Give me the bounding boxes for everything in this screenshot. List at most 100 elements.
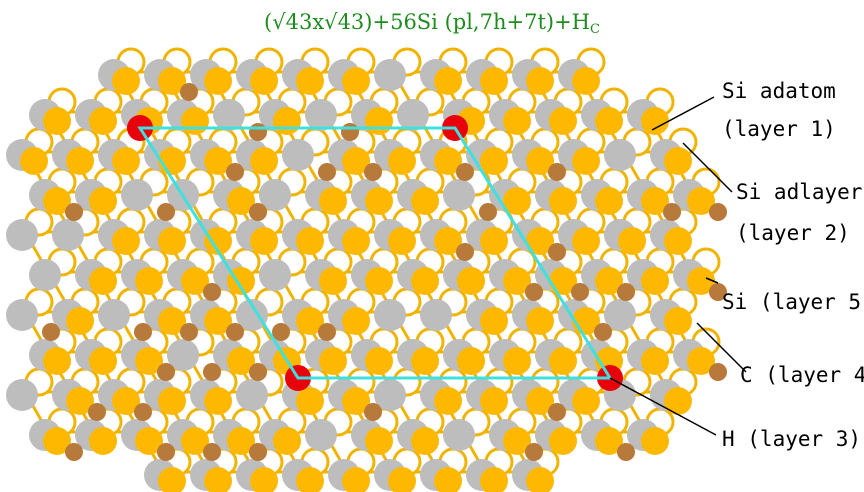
si-adlayer-atom [434,387,462,415]
legend-label-adatom-layer: (layer 1) [722,117,836,141]
si-adatom [157,443,175,461]
si-adatom [203,443,221,461]
si-adatom [548,243,566,261]
carbon-atom [6,379,38,411]
si-adlayer-atom [480,147,508,175]
si-adlayer-atom [526,147,554,175]
carbon-atom [167,339,199,371]
si-adatom [203,283,221,301]
si-adlayer-atom [549,267,577,295]
si-adlayer-atom [595,107,623,135]
si-adlayer-atom [687,187,715,215]
carbon-atom [6,219,38,251]
si-adlayer-atom [66,307,94,335]
legend-label-adatom: Si adatom [722,79,836,103]
si-adlayer-atom [595,427,623,455]
si-adlayer-atom [480,227,508,255]
si-adatom [203,363,221,381]
si-adlayer-atom [204,307,232,335]
si-adlayer-atom [342,67,370,95]
si-adatom [709,203,727,221]
si-adlayer-atom [687,347,715,375]
si-adlayer-atom [319,267,347,295]
si-adlayer-atom [204,387,232,415]
si-adlayer-atom [112,387,140,415]
si-adlayer-atom [457,347,485,375]
si-adlayer-atom [480,307,508,335]
si-adlayer-atom [158,467,186,492]
si-adatom [525,443,543,461]
si-adlayer-atom [480,67,508,95]
si-adlayer-atom [342,467,370,492]
si-adlayer-atom [365,347,393,375]
si-adlayer-atom [319,187,347,215]
si-adlayer-atom [618,227,646,255]
carbon-atom [213,99,245,131]
si-adlayer-atom [411,267,439,295]
si-adlayer-atom [273,427,301,455]
si-adlayer-atom [641,107,669,135]
si-adlayer-atom [503,187,531,215]
si-adlayer-atom [43,347,71,375]
si-adatom [249,203,267,221]
si-adlayer-atom [204,467,232,492]
si-adlayer-atom [89,187,117,215]
si-adatom [709,363,727,381]
si-adlayer-atom [66,147,94,175]
si-adlayer-atom [687,267,715,295]
si-adlayer-atom [526,67,554,95]
leader-line-adatom [651,96,715,131]
carbon-atom [282,139,314,171]
si-adatom [249,363,267,381]
si-adatom [341,123,359,141]
si-adatom [318,323,336,341]
si-adatom [249,443,267,461]
legend-label-adlayer-layer: (layer 2) [736,221,850,245]
si-adatom [157,363,175,381]
si-adatom [548,403,566,421]
si-adatom [272,323,290,341]
si-adlayer-atom [89,427,117,455]
si-adlayer-atom [526,467,554,492]
si-adatom [617,283,635,301]
carbon-atom [305,99,337,131]
si-adlayer-atom [572,147,600,175]
si-adatom [663,203,681,221]
leader-line-adlayer [682,142,733,193]
si-adlayer-atom [296,307,324,335]
carbon-atom [374,299,406,331]
si-adatom [456,163,474,181]
si-adlayer-atom [181,427,209,455]
si-adlayer-atom [434,467,462,492]
si-adlayer-atom [43,187,71,215]
si-adlayer-atom [526,227,554,255]
si-adlayer-atom [434,147,462,175]
si-adlayer-atom [595,267,623,295]
si-adlayer-atom [296,387,324,415]
si-adlayer-atom [181,107,209,135]
si-adlayer-atom [641,427,669,455]
si-adatom [65,443,83,461]
carbon-atom [443,179,475,211]
si-adlayer-atom [342,227,370,255]
si-adlayer-atom [664,227,692,255]
si-adlayer-atom [158,67,186,95]
carbon-atom [52,219,84,251]
si-adatom [594,323,612,341]
si-adlayer-atom [204,67,232,95]
si-adlayer-atom [342,387,370,415]
si-adlayer-atom [641,267,669,295]
si-adlayer-atom [572,67,600,95]
si-adatom [226,323,244,341]
si-adlayer-atom [365,267,393,295]
carbon-atom [305,419,337,451]
carbon-atom [397,99,429,131]
si-adlayer-atom [342,307,370,335]
si-adatom [226,163,244,181]
si-adlayer-atom [388,227,416,255]
si-adlayer-atom [89,267,117,295]
carbon-atom [236,379,268,411]
carbon-atom [604,139,636,171]
si-adatom [42,323,60,341]
carbon-atom [236,299,268,331]
